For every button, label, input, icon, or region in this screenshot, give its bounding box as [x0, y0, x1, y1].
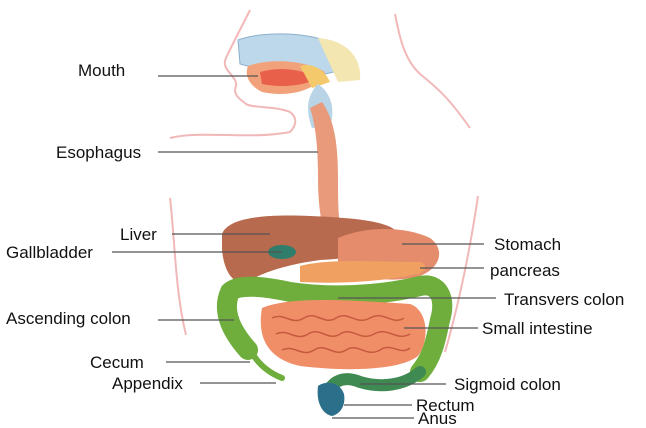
label-appendix: Appendix [112, 375, 183, 392]
small-intestine-shape [261, 300, 426, 369]
label-ascending-colon: Ascending colon [6, 310, 131, 327]
appendix-shape [254, 356, 282, 378]
label-esophagus: Esophagus [56, 144, 141, 161]
label-cecum: Cecum [90, 354, 144, 371]
label-anus: Anus [418, 410, 457, 427]
sigmoid-colon-shape [330, 372, 420, 388]
label-liver: Liver [120, 226, 157, 243]
label-stomach: Stomach [494, 236, 561, 253]
mouth-illustration [238, 34, 360, 128]
label-sigmoid-colon: Sigmoid colon [454, 376, 561, 393]
label-small-intestine: Small intestine [482, 320, 593, 337]
label-transvers-colon: Transvers colon [504, 291, 624, 308]
label-gallbladder: Gallbladder [6, 244, 93, 261]
label-mouth: Mouth [78, 62, 125, 79]
rectum-shape [318, 383, 345, 416]
label-pancreas: pancreas [490, 262, 560, 279]
